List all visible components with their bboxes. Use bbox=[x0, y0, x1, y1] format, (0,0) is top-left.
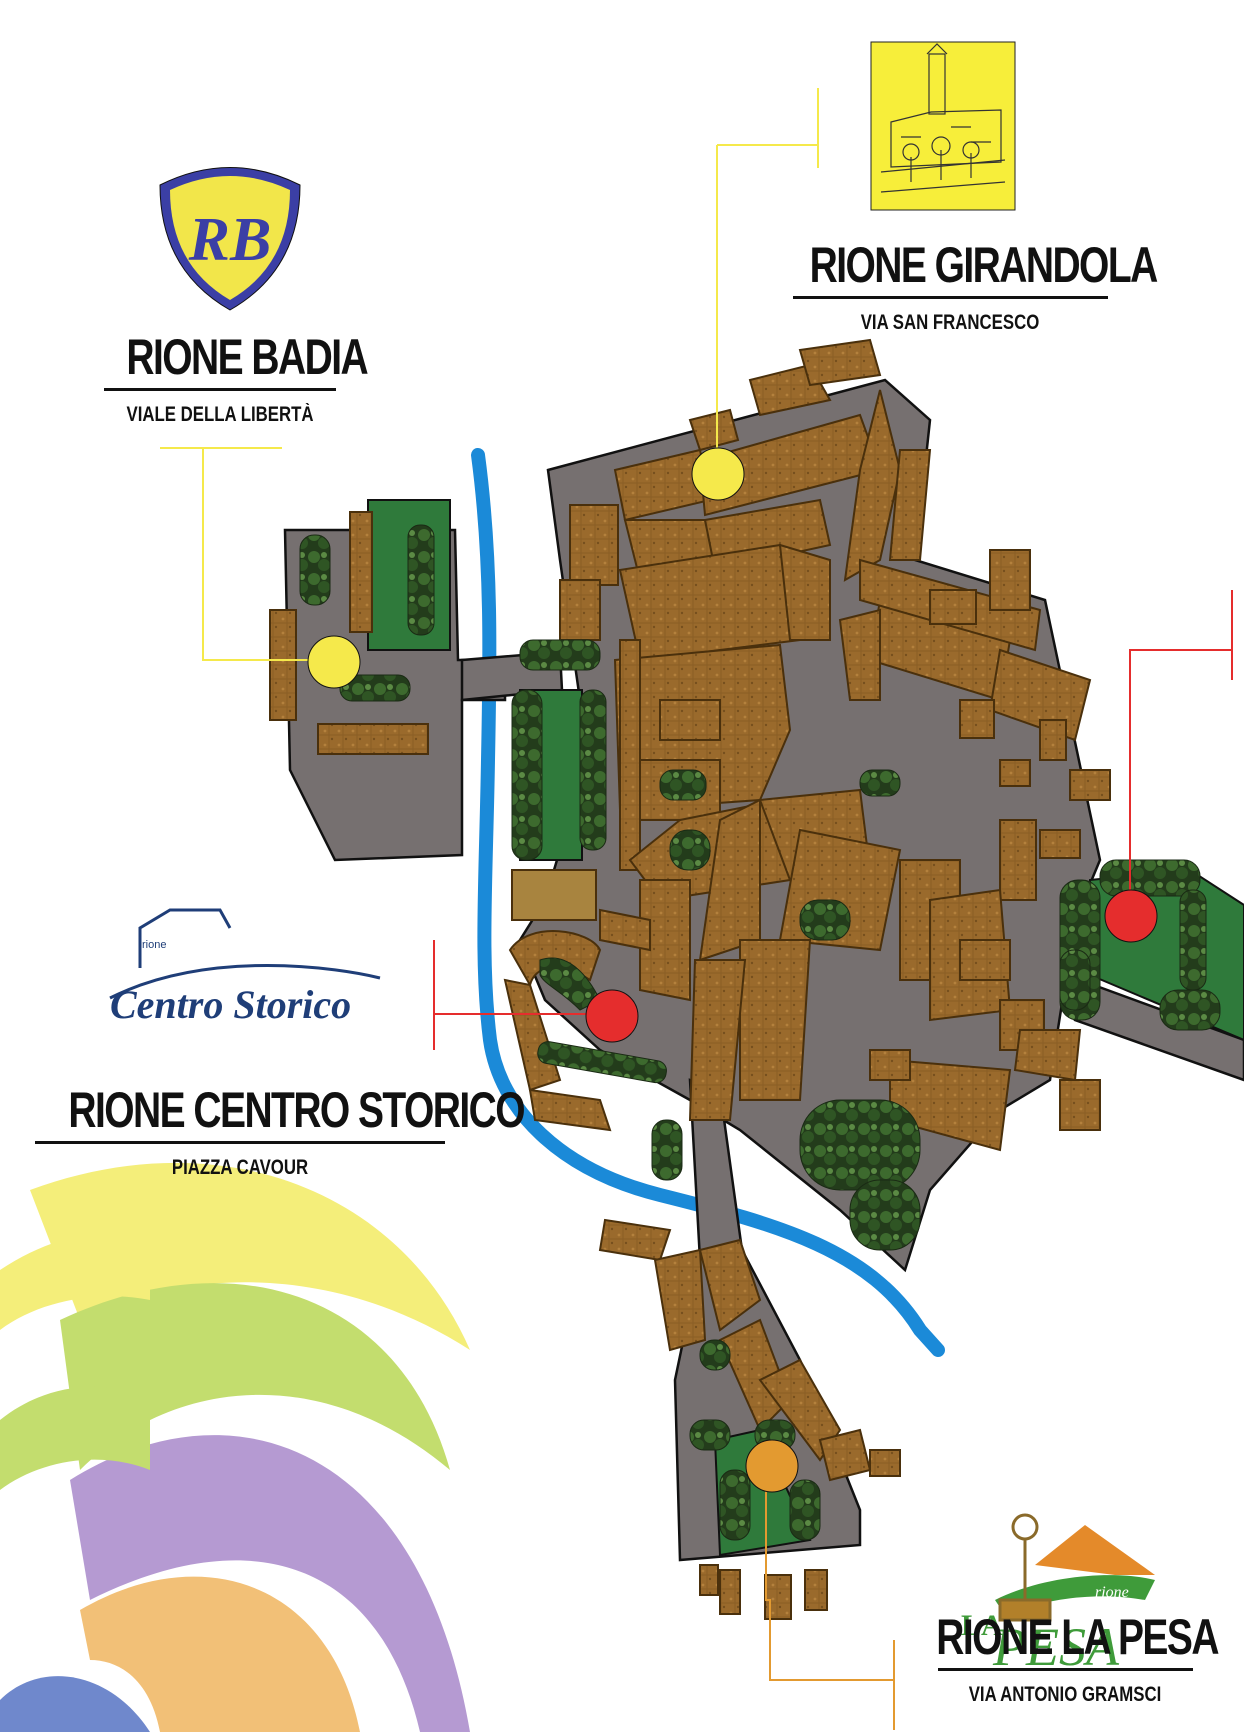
centro-storico-logo-small: rione bbox=[142, 939, 166, 951]
arc-green bbox=[60, 1283, 450, 1470]
badia-street: VIALE DELLA LIBERTÀ bbox=[126, 403, 314, 426]
arc-purple bbox=[70, 1435, 470, 1732]
la-pesa-logo-small: rione bbox=[1095, 1584, 1129, 1601]
badia-logo-letters: RB bbox=[188, 206, 272, 274]
badia-rule bbox=[104, 388, 336, 391]
arc-yellow-left bbox=[0, 1232, 150, 1330]
centro-storico-logo: rione Centro Storico bbox=[109, 908, 381, 1027]
arc-blue bbox=[0, 1676, 150, 1732]
centro-storico-street: PIAZZA CAVOUR bbox=[171, 1156, 309, 1179]
centro-storico-label: RIONE CENTRO STORICO PIAZZA CAVOUR bbox=[20, 1082, 526, 1180]
la-pesa-rule bbox=[937, 1668, 1193, 1671]
badia-marker[interactable] bbox=[307, 635, 361, 689]
arc-yellow bbox=[30, 1162, 470, 1350]
east-marker[interactable] bbox=[1104, 889, 1158, 943]
centro-storico-logo-text: Centro Storico bbox=[110, 982, 351, 1027]
la-pesa-leader bbox=[765, 1470, 894, 1681]
badia-title: RIONE BADIA bbox=[126, 329, 368, 385]
badia-logo: RB bbox=[159, 167, 301, 311]
markers bbox=[307, 447, 1158, 1493]
girandola-logo bbox=[870, 41, 1016, 211]
la-pesa-logo-text: PESA bbox=[992, 1617, 1120, 1677]
la-pesa-marker[interactable] bbox=[745, 1439, 799, 1493]
arc-orange bbox=[80, 1576, 360, 1732]
girandola-street: VIA SAN FRANCESCO bbox=[860, 311, 1040, 334]
arc-green-left bbox=[0, 1386, 150, 1490]
trees bbox=[299, 524, 1221, 1541]
la-pesa-logo-prefix: LA bbox=[961, 1609, 1003, 1642]
centro-storico-rule bbox=[35, 1141, 445, 1144]
decorative-arcs bbox=[0, 1162, 470, 1732]
buildings bbox=[269, 338, 1111, 1620]
girandola-rule bbox=[792, 296, 1108, 299]
centro-storico-marker[interactable] bbox=[585, 989, 639, 1043]
east-leader bbox=[1129, 649, 1232, 910]
la-pesa-street: VIA ANTONIO GRAMSCI bbox=[968, 1683, 1162, 1706]
leader-lines bbox=[160, 88, 1233, 1730]
centro-storico-title: RIONE CENTRO STORICO bbox=[68, 1082, 525, 1138]
badia-leader-2 bbox=[202, 448, 330, 661]
la-pesa-title: RIONE LA PESA bbox=[936, 1609, 1219, 1665]
girandola-title: RIONE GIRANDOLA bbox=[809, 237, 1159, 293]
girandola-label: RIONE GIRANDOLA VIA SAN FRANCESCO bbox=[770, 237, 1159, 335]
badia-label: RIONE BADIA VIALE DELLA LIBERTÀ bbox=[100, 329, 369, 427]
la-pesa-label: RIONE LA PESA VIA ANTONIO GRAMSCI bbox=[900, 1612, 1230, 1707]
girandola-marker[interactable] bbox=[691, 447, 745, 501]
la-pesa-logo: rione LA PESA bbox=[961, 1513, 1155, 1677]
